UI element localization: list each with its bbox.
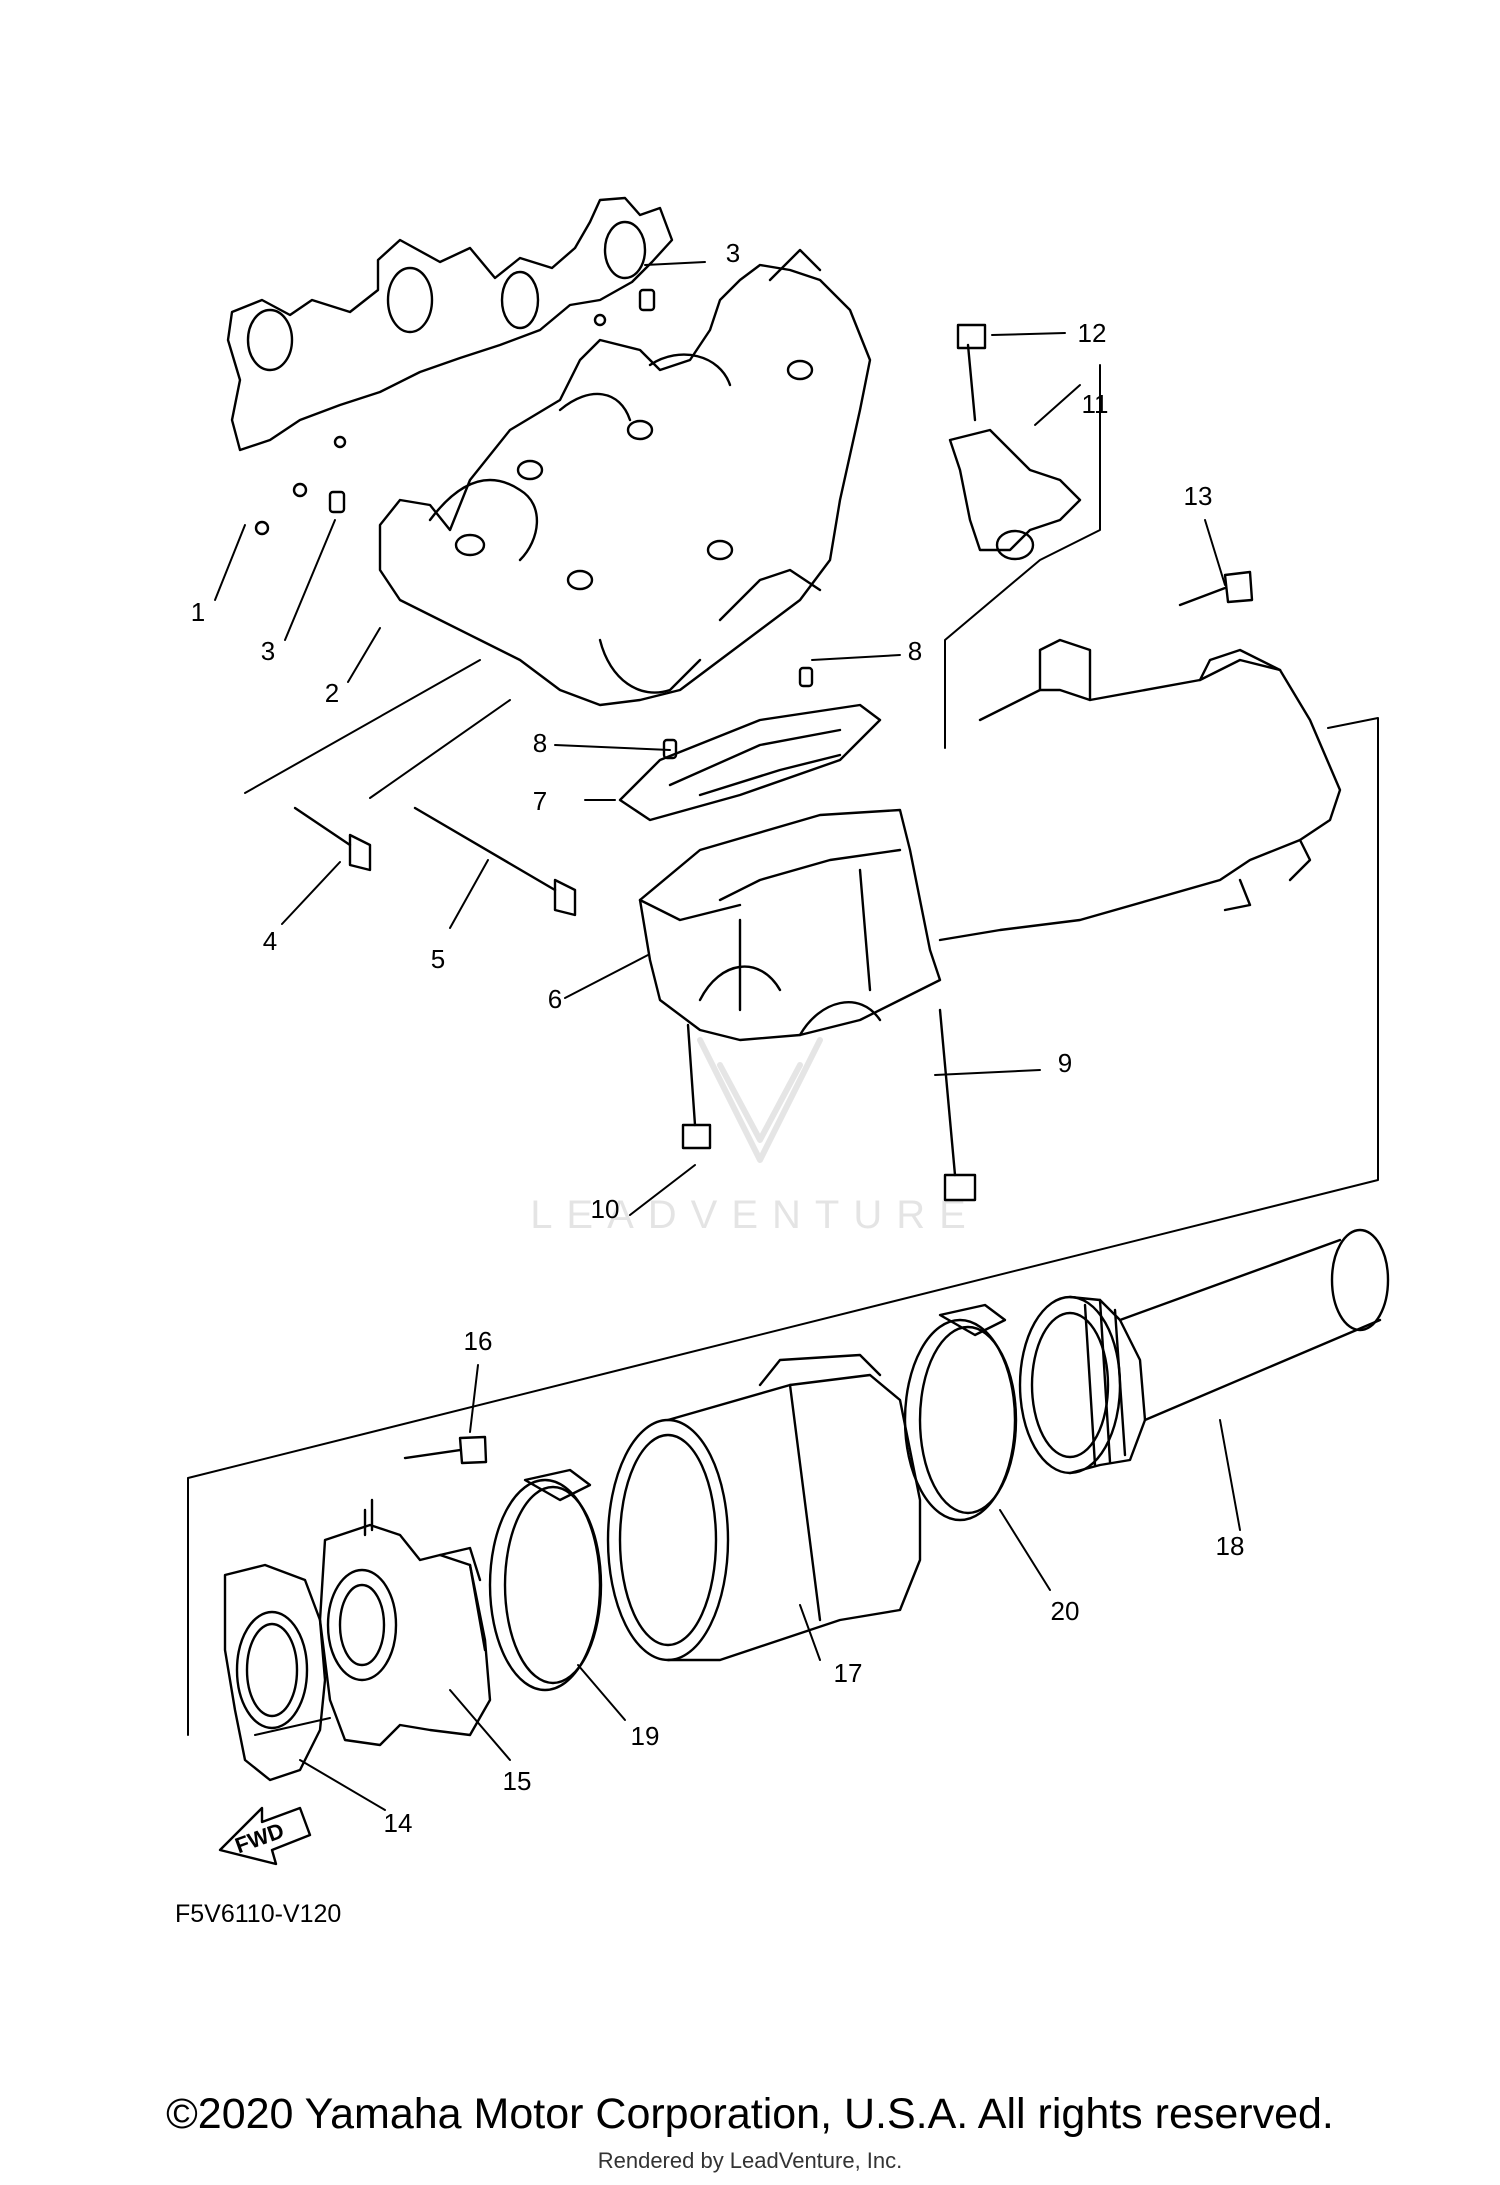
diagram-code: F5V6110-V120 xyxy=(175,1900,341,1928)
exhaust-joint xyxy=(318,1498,492,1747)
callout-2: 2 xyxy=(325,678,339,708)
leader-lines xyxy=(214,261,1241,1811)
callout-20: 20 xyxy=(1051,1596,1080,1626)
bolt-12 xyxy=(956,323,987,422)
bolt-4 xyxy=(293,806,372,872)
callout-10: 10 xyxy=(591,1194,620,1224)
bolt-13 xyxy=(1178,570,1254,607)
hose-clamp-20 xyxy=(903,1303,1018,1522)
copyright-notice: ©2020 Yamaha Motor Corporation, U.S.A. A… xyxy=(166,2090,1334,2138)
callout-8b: 8 xyxy=(533,728,547,758)
bolt-5 xyxy=(413,806,577,917)
manifold-gasket xyxy=(226,196,674,536)
bracket xyxy=(948,428,1082,561)
muffler-gasket xyxy=(618,703,882,822)
callout-8a: 8 xyxy=(908,636,922,666)
exhaust-hose xyxy=(606,1353,922,1662)
callout-7: 7 xyxy=(533,786,547,816)
exhaust-manifold xyxy=(378,248,872,707)
callout-3a: 3 xyxy=(726,238,740,268)
callout-4: 4 xyxy=(263,926,277,956)
fwd-label: FWD xyxy=(232,1818,288,1859)
callout-14: 14 xyxy=(384,1808,413,1838)
callout-13: 13 xyxy=(1184,481,1213,511)
callout-12: 12 xyxy=(1078,318,1107,348)
watermark-text: LEADVENTURE xyxy=(530,1193,980,1237)
callout-9: 9 xyxy=(1058,1048,1072,1078)
callout-1: 1 xyxy=(191,597,205,627)
rendered-by-notice: Rendered by LeadVenture, Inc. xyxy=(597,2148,903,2173)
callout-19: 19 xyxy=(631,1721,660,1751)
bolt-9 xyxy=(938,1008,977,1202)
bolt-10 xyxy=(681,1023,712,1150)
callout-17: 17 xyxy=(834,1658,863,1688)
callout-15: 15 xyxy=(503,1766,532,1796)
exhaust-pipe-assembly xyxy=(938,638,1342,942)
callout-3b: 3 xyxy=(261,636,275,666)
bolt-16 xyxy=(403,1435,488,1465)
leadventure-watermark xyxy=(697,1037,823,1163)
exhaust-chamber xyxy=(638,808,942,1042)
callout-5: 5 xyxy=(431,944,445,974)
callout-6: 6 xyxy=(548,984,562,1014)
callout-16: 16 xyxy=(464,1326,493,1356)
round-gasket xyxy=(223,1563,327,1782)
assembly-guide-lines xyxy=(187,364,1379,1736)
callout-11: 11 xyxy=(1082,389,1109,419)
fwd-arrow-icon xyxy=(218,1806,312,1866)
hose-clamp-19 xyxy=(488,1468,603,1692)
dowel-pin xyxy=(328,288,814,760)
exhaust-pipe xyxy=(1018,1228,1390,1475)
callout-18: 18 xyxy=(1216,1531,1245,1561)
